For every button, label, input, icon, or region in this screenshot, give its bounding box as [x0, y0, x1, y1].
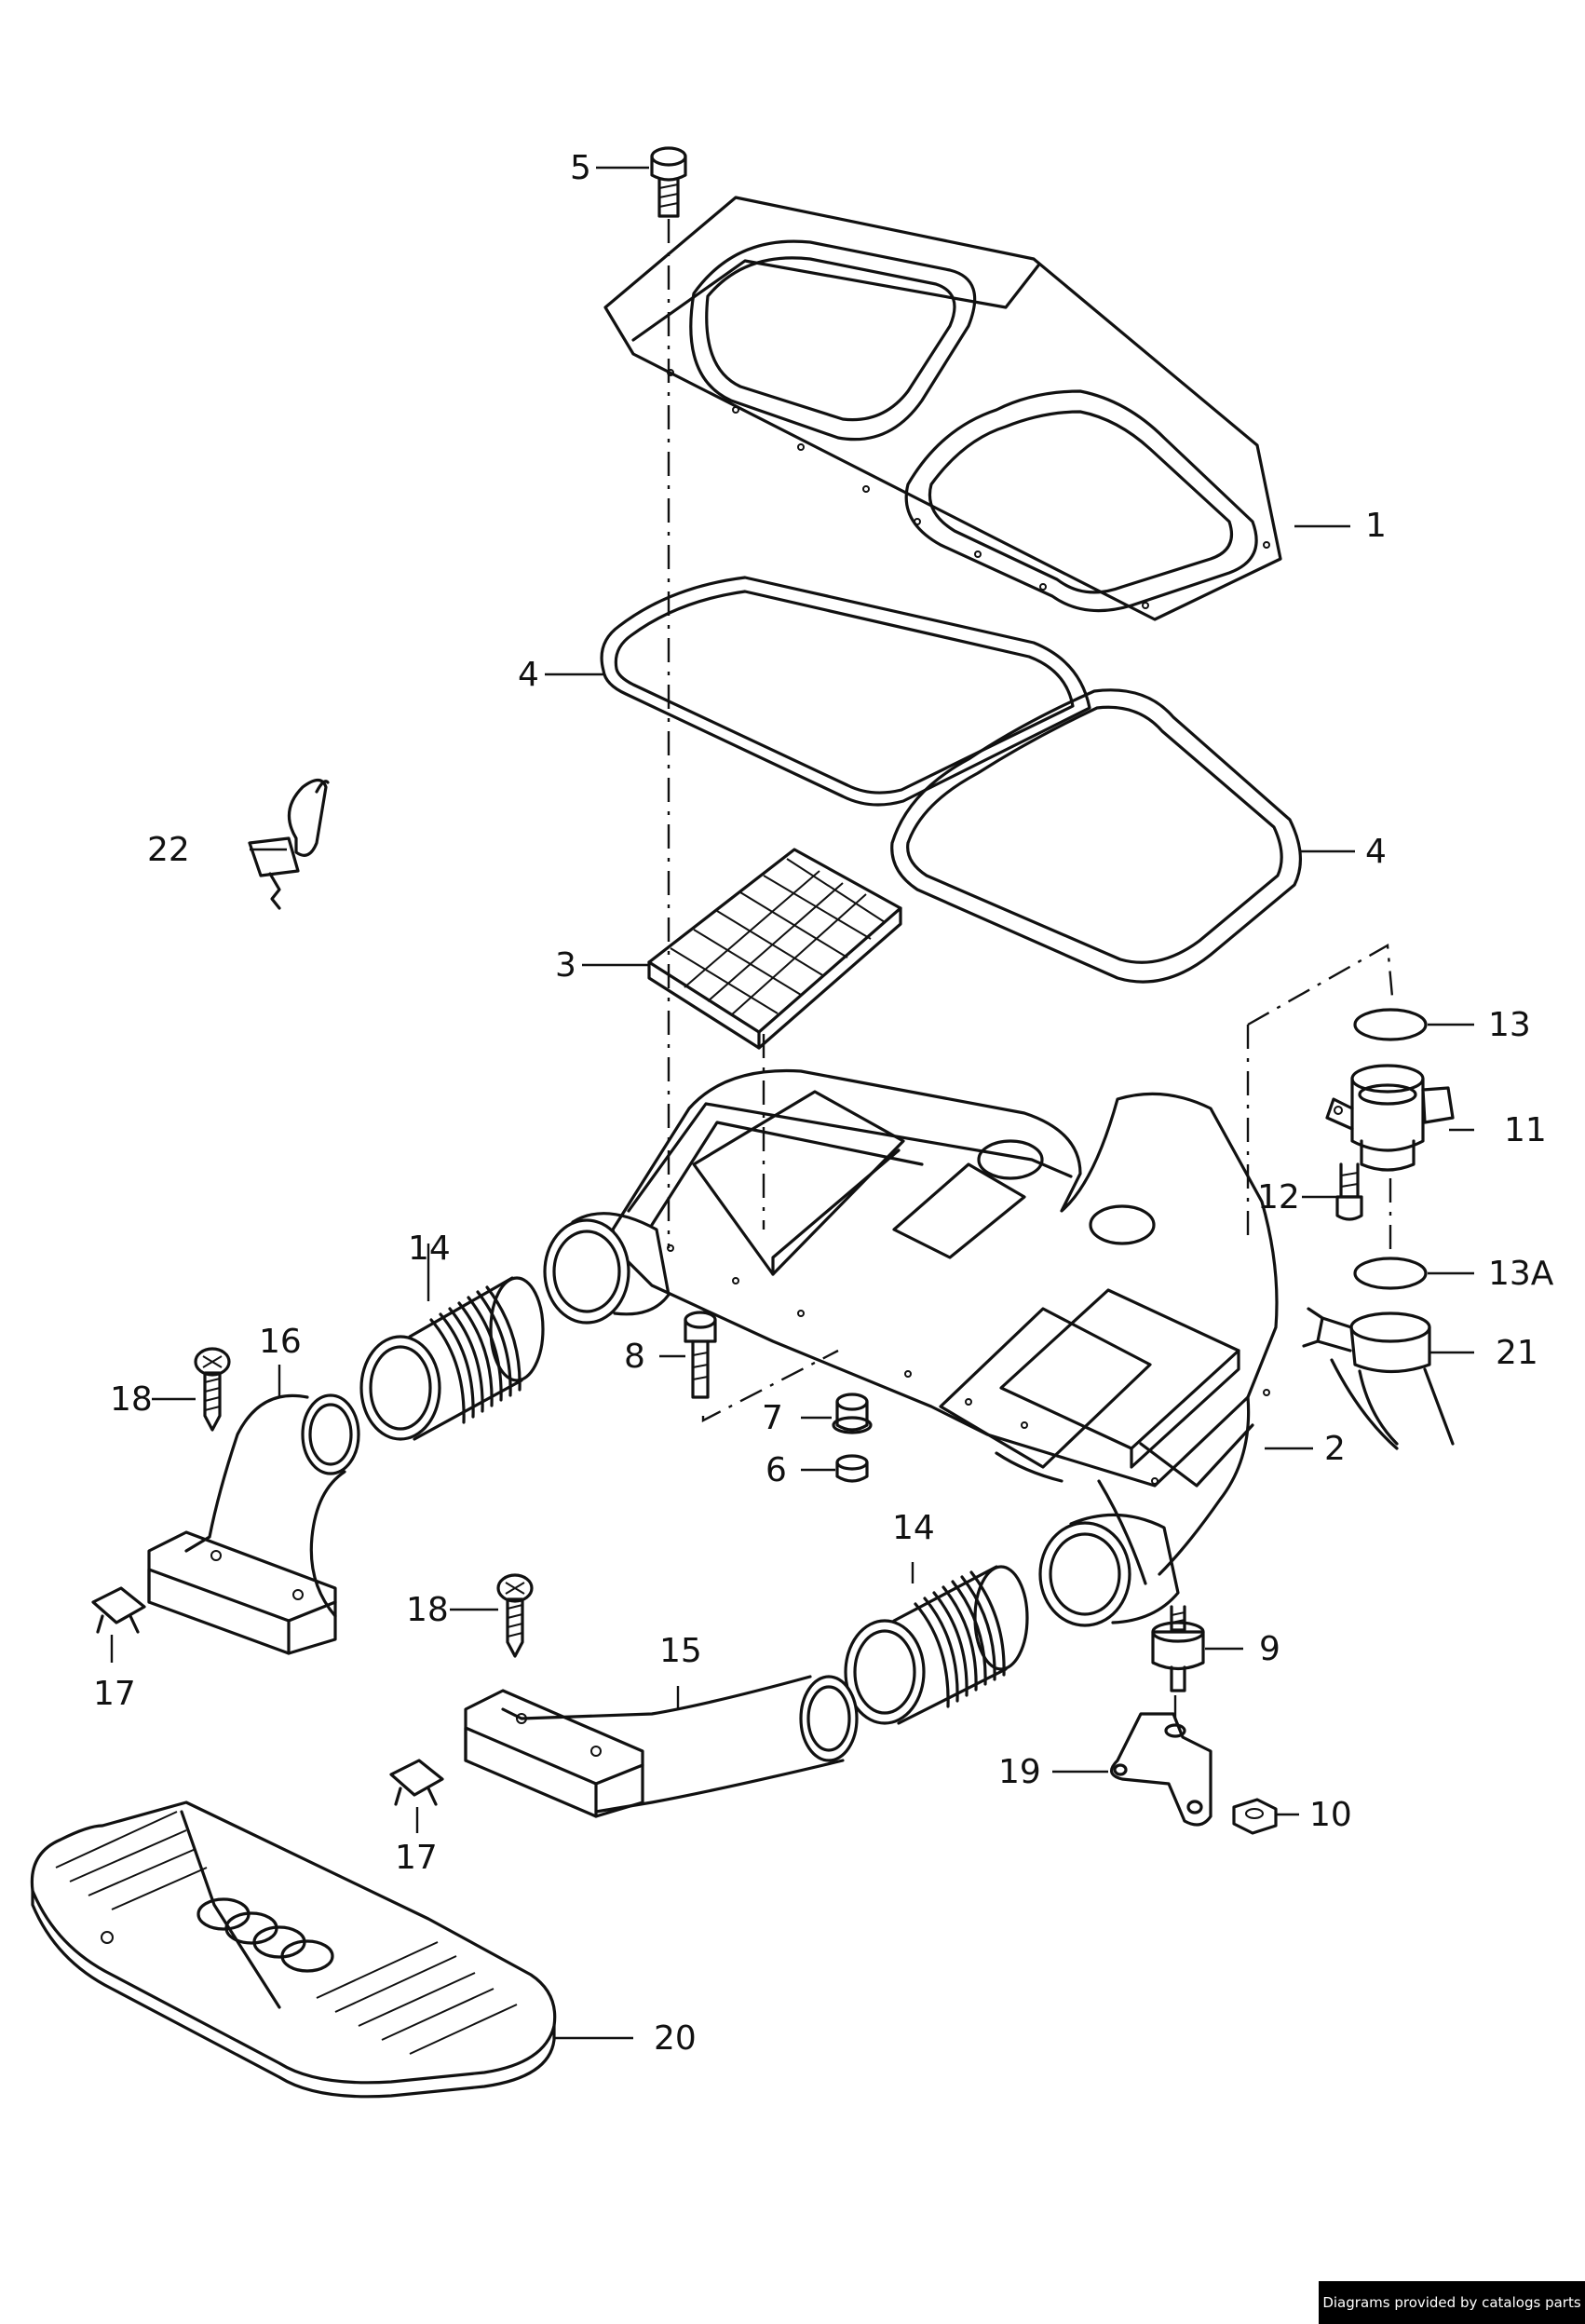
- callout-14-lower: 14: [892, 1509, 935, 1547]
- part-12-bolt: [1335, 1162, 1363, 1221]
- part-5-bolt: [650, 146, 687, 218]
- callout-4-right: 4: [1365, 833, 1387, 871]
- callout-17-lower: 17: [395, 1839, 438, 1877]
- credit-banner: Diagrams provided by catalogs parts: [1319, 2281, 1585, 2324]
- part-19-bracket: [1110, 1712, 1212, 1827]
- part-3-filter-element: [647, 848, 902, 1050]
- callout-5: 5: [570, 149, 591, 187]
- part-10-nut: [1232, 1798, 1278, 1835]
- callout-3: 3: [555, 946, 576, 985]
- callout-12: 12: [1257, 1178, 1300, 1216]
- part-2-outlet-lower: [1038, 1513, 1180, 1627]
- assembly-lines: [667, 219, 1394, 1719]
- callout-13a: 13A: [1488, 1255, 1554, 1293]
- callout-labels: 5 1 4 4 22 3 13 11 12 14 13A 16 8 21 18 …: [93, 149, 1554, 2058]
- part-22-clip: [248, 778, 330, 910]
- part-21-hose-clamp: [1302, 1307, 1455, 1450]
- callout-18-upper: 18: [110, 1380, 153, 1419]
- callout-1: 1: [1365, 507, 1387, 545]
- part-18-screw-upper: [194, 1347, 231, 1432]
- part-20-engine-cover: [30, 1801, 557, 2099]
- callout-2: 2: [1324, 1430, 1346, 1468]
- callout-13: 13: [1488, 1006, 1531, 1044]
- callout-9: 9: [1259, 1630, 1280, 1668]
- part-15-intake-duct: [464, 1675, 859, 1818]
- callout-19: 19: [998, 1753, 1041, 1791]
- callout-21: 21: [1496, 1334, 1538, 1372]
- part-4-gasket-left: [600, 576, 1091, 807]
- part-13-o-ring: [1353, 1008, 1428, 1041]
- part-2-outlet-upper: [543, 1212, 671, 1325]
- part-13a-o-ring: [1353, 1257, 1428, 1290]
- callout-7: 7: [762, 1399, 783, 1437]
- callout-10: 10: [1309, 1796, 1352, 1834]
- callout-18-lower: 18: [406, 1591, 449, 1629]
- callout-11: 11: [1504, 1111, 1547, 1149]
- callout-16: 16: [259, 1323, 302, 1361]
- part-16-intake-duct: [147, 1393, 360, 1655]
- part-17-clip-upper: [91, 1586, 146, 1634]
- part-1-airbox-lid: [603, 196, 1282, 621]
- callout-14-upper: 14: [408, 1230, 451, 1268]
- callout-4-left: 4: [518, 656, 539, 694]
- part-11-air-mass-meter: [1325, 1064, 1455, 1172]
- part-9-mount: [1151, 1605, 1205, 1692]
- part-4-gasket-right: [890, 688, 1303, 984]
- part-17-clip-lower: [389, 1759, 444, 1806]
- part-8-bolt: [684, 1311, 717, 1399]
- callout-17-upper: 17: [93, 1675, 136, 1713]
- part-2-airbox-housing: [543, 1068, 1279, 1627]
- callout-20: 20: [654, 2019, 697, 2058]
- part-6-sleeve: [835, 1454, 869, 1483]
- part-14-bellows-lower: [844, 1565, 1029, 1725]
- callout-22: 22: [147, 831, 190, 869]
- part-7-grommet: [832, 1393, 873, 1434]
- callout-8: 8: [624, 1338, 645, 1376]
- part-14-bellows-upper: [359, 1276, 545, 1441]
- leader-lines: [110, 166, 1474, 2040]
- callout-15: 15: [659, 1632, 702, 1670]
- callout-6: 6: [765, 1451, 787, 1489]
- part-18-screw-lower: [496, 1573, 534, 1658]
